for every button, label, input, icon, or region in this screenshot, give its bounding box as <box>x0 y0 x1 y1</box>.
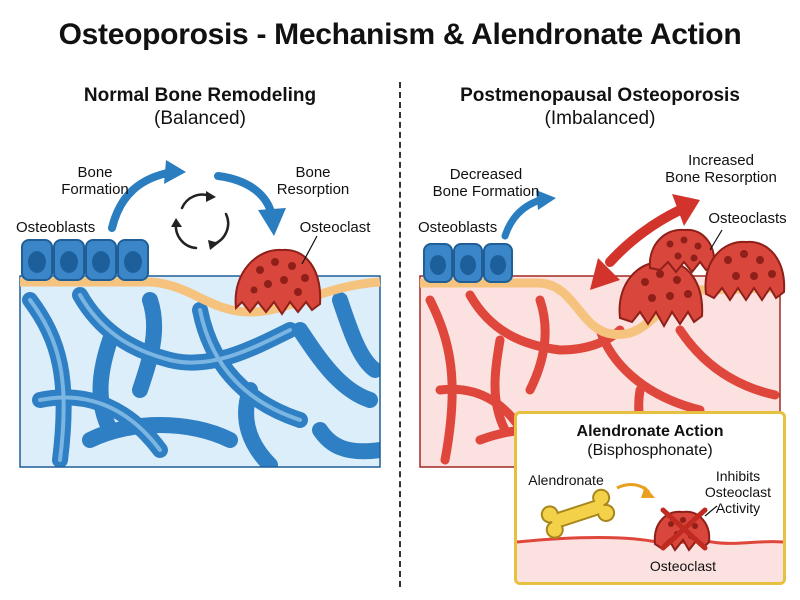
bone-resorption-label: Bone Resorption <box>268 164 358 198</box>
osteoblast-cell <box>483 243 513 283</box>
page-title: Osteoporosis - Mechanism & Alendronate A… <box>58 18 742 51</box>
right-subheading-text: (Imbalanced) <box>544 108 656 129</box>
right-panel-heading: Postmenopausal Osteoporosis (Imbalanced) <box>430 84 770 130</box>
bone-formation-label-line2: Formation <box>61 181 129 198</box>
remodeling-cycle-icon <box>174 193 230 250</box>
right-osteoclast-cells <box>618 228 786 329</box>
left-osteoclast-cell <box>234 248 322 316</box>
inhibit-x-icon <box>660 507 708 551</box>
bone-resorption-label-line1: Bone <box>295 164 331 181</box>
alendronate-label: Alendronate <box>528 472 604 488</box>
osteoclast-cell <box>648 228 716 274</box>
bone-formation-arrow <box>108 168 176 232</box>
alendronate-illustration <box>517 483 783 582</box>
increased-resorption-label-line2: Bone Resorption <box>665 169 777 186</box>
right-osteoclasts-label: Osteoclasts <box>708 210 787 227</box>
decreased-formation-label: Decreased Bone Formation <box>426 166 546 200</box>
right-heading-text: Postmenopausal Osteoporosis <box>460 85 740 106</box>
decreased-formation-label-line1: Decreased <box>449 166 523 183</box>
increased-resorption-label-line1: Increased <box>688 152 754 169</box>
alendronate-action-box: Alendronate Action (Bisphosphonate) Alen… <box>514 411 786 585</box>
left-osteoclast-label: Osteoclast <box>299 219 371 236</box>
increased-resorption-label: Increased Bone Resorption <box>656 152 786 186</box>
left-subheading-text: (Balanced) <box>154 108 246 129</box>
alendronate-box-subtitle: (Bisphosphonate) <box>587 442 713 459</box>
osteoclast-cell <box>704 240 786 302</box>
osteoblast-cell <box>21 239 53 281</box>
osteoblast-cell <box>423 243 453 283</box>
alendronate-bone-icon <box>540 488 616 539</box>
bone-resorption-label-line2: Resorption <box>276 181 350 198</box>
osteoblast-cell <box>85 239 117 281</box>
left-heading-text: Normal Bone Remodeling <box>83 85 317 106</box>
bone-formation-label-line1: Bone <box>77 164 113 181</box>
left-osteoblasts-label: Osteoblasts <box>16 219 96 236</box>
inhibits-activity-label: Inhibits Osteoclast Activity <box>695 468 781 516</box>
inhibits-label-line2: Osteoclast <box>704 484 772 500</box>
box-osteoclast-label: Osteoclast <box>649 558 717 574</box>
inhibits-label-line1: Inhibits <box>715 468 761 484</box>
panel-divider <box>399 82 401 587</box>
right-osteoblast-cells <box>423 243 513 283</box>
osteoblast-cell <box>453 243 483 283</box>
osteoblast-cell <box>117 239 149 281</box>
inhibits-label-line3: Activity <box>715 500 761 516</box>
osteoblast-cell <box>53 239 85 281</box>
osteoclast-cell <box>618 260 704 329</box>
left-panel-heading: Normal Bone Remodeling (Balanced) <box>40 84 360 130</box>
right-osteoblasts-label: Osteoblasts <box>418 219 498 236</box>
healthy-bone-tissue <box>20 276 380 467</box>
osteoporotic-trabeculae <box>425 290 780 467</box>
alendronate-box-title: Alendronate Action <box>576 423 724 440</box>
left-osteoblast-cells <box>21 239 149 281</box>
increased-resorption-arrow <box>590 194 700 290</box>
decreased-formation-label-line2: Bone Formation <box>432 183 540 200</box>
decreased-formation-arrow <box>501 196 544 240</box>
bone-formation-label: Bone Formation <box>50 164 140 198</box>
